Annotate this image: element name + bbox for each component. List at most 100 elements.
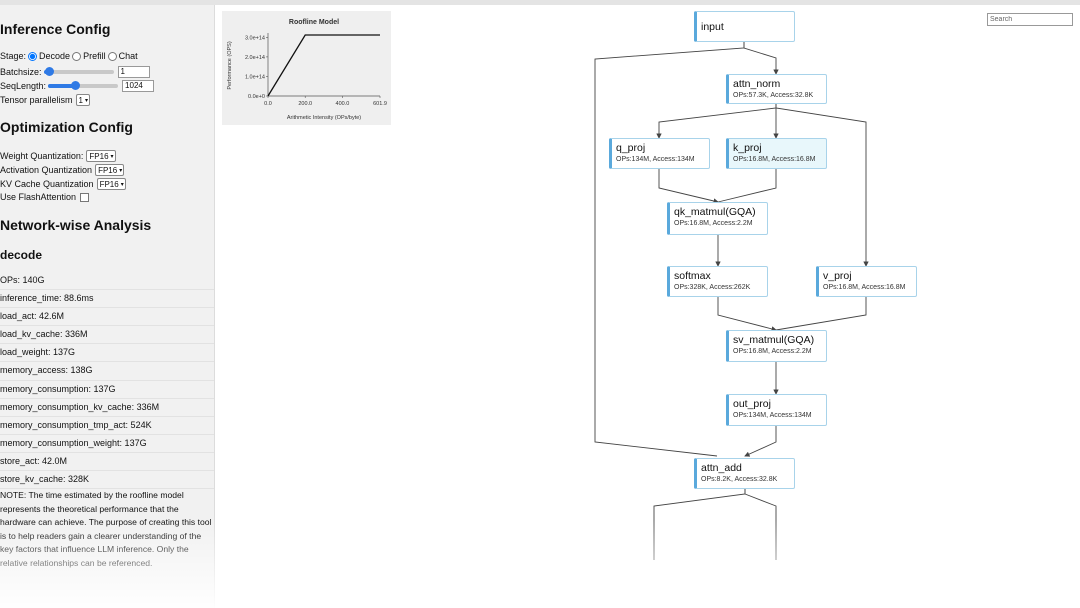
- sidebar: Inference Config Stage: Decode Prefill C…: [0, 5, 215, 608]
- kv-cache-quantization-value: FP16: [99, 179, 119, 189]
- weight-quantization-value: FP16: [89, 151, 109, 161]
- chart-x-axis-label: Arithmetic Intensity (OPs/byte): [287, 115, 361, 121]
- chart-y-tick-label: 3.0e+14: [245, 35, 265, 41]
- flash-attention-checkbox[interactable]: [80, 192, 90, 202]
- stage-radio-chat[interactable]: [107, 51, 117, 61]
- stat-item: store_kv_cache: 328K: [0, 471, 214, 490]
- stat-item: memory_consumption_tmp_act: 524K: [0, 417, 214, 435]
- network-analysis-title: Network-wise Analysis: [0, 217, 152, 233]
- node-sv-matmul[interactable]: sv_matmul(GQA) OPs:16.8M, Access:2.2M: [726, 330, 827, 362]
- node-q-proj[interactable]: q_proj OPs:134M, Access:134M: [609, 138, 710, 169]
- seqlength-slider-thumb[interactable]: [71, 81, 81, 90]
- chevron-down-icon: ▾: [84, 97, 88, 104]
- node-stats: OPs:16.8M, Access:2.2M: [733, 348, 812, 355]
- bottom-fade-overlay: [0, 520, 1080, 608]
- node-input[interactable]: input: [694, 11, 795, 42]
- tensor-parallelism-select[interactable]: 1 ▾: [75, 94, 90, 106]
- stage-radio-decode[interactable]: [28, 51, 38, 61]
- node-stats: OPs:328K, Access:262K: [674, 284, 751, 291]
- stat-item: memory_access: 138G: [0, 362, 214, 381]
- kv-cache-quantization-label: KV Cache Quantization: [0, 179, 94, 189]
- activation-quantization-label: Activation Quantization: [0, 165, 93, 175]
- search-input[interactable]: [987, 13, 1073, 26]
- chart-y-tick-label: 2.0e+14: [245, 55, 265, 61]
- stat-item: store_act: 42.0M: [0, 453, 214, 472]
- chart-x-tick-label: 200.0: [298, 101, 312, 107]
- node-k-proj[interactable]: k_proj OPs:16.8M, Access:16.8M: [726, 138, 827, 169]
- stage-row: Stage: Decode Prefill Chat: [0, 51, 138, 61]
- node-stats: OPs:57.3K, Access:32.8K: [733, 92, 814, 99]
- node-title: attn_add: [701, 462, 742, 474]
- edge-attn-norm-v-proj: [775, 104, 869, 267]
- node-title: qk_matmul(GQA): [674, 206, 756, 218]
- batchsize-label: Batchsize:: [0, 67, 42, 77]
- node-title: q_proj: [616, 142, 646, 154]
- kv-cache-quantization-row: KV Cache Quantization FP16 ▾: [0, 178, 126, 190]
- stat-item: load_weight: 137G: [0, 344, 214, 363]
- chart-x-tick-label: 0.0: [264, 101, 272, 107]
- batchsize-input[interactable]: 1: [117, 66, 150, 78]
- edge-input-attn-norm: [743, 42, 779, 75]
- node-out-proj[interactable]: out_proj OPs:134M, Access:134M: [726, 394, 827, 426]
- chart-x-tick-label: 601.9: [373, 101, 387, 107]
- node-stats: OPs:16.8M, Access:16.8M: [823, 284, 906, 291]
- node-title: out_proj: [733, 398, 771, 410]
- chart-x-tick-label: 400.0: [336, 101, 350, 107]
- activation-quantization-row: Activation Quantization FP16 ▾: [0, 164, 125, 176]
- chevron-down-icon: ▾: [110, 153, 114, 160]
- activation-quantization-value: FP16: [98, 165, 118, 175]
- node-stats: OPs:16.8M, Access:2.2M: [674, 220, 753, 227]
- node-title: v_proj: [823, 270, 852, 282]
- stat-item: inference_time: 88.6ms: [0, 290, 214, 309]
- seqlength-slider[interactable]: [48, 81, 119, 90]
- node-v-proj[interactable]: v_proj OPs:16.8M, Access:16.8M: [816, 266, 917, 297]
- stage-label: Stage:: [0, 51, 27, 61]
- node-stats: OPs:134M, Access:134M: [616, 156, 695, 163]
- node-attn-add[interactable]: attn_add OPs:8.2K, Access:32.8K: [694, 458, 795, 489]
- seqlength-label: SeqLength:: [0, 81, 47, 91]
- node-stats: OPs:8.2K, Access:32.8K: [701, 476, 778, 483]
- seqlength-slider-fill: [48, 84, 76, 88]
- roofline-chart: Roofline Model 0.0 200.0 400.0 601.9 0.0e+0 1.…: [227, 19, 387, 121]
- node-title: input: [701, 21, 724, 33]
- stat-item: OPs: 140G: [0, 272, 214, 291]
- stat-item: memory_consumption_weight: 137G: [0, 435, 214, 453]
- weight-quantization-select[interactable]: FP16 ▾: [86, 150, 116, 162]
- chevron-down-icon: ▾: [119, 167, 123, 174]
- kv-cache-quantization-select[interactable]: FP16 ▾: [96, 178, 126, 190]
- chart-title: Roofline Model: [289, 19, 339, 26]
- node-stats: OPs:16.8M, Access:16.8M: [733, 156, 816, 163]
- roofline-series-line: [267, 34, 380, 97]
- activation-quantization-select[interactable]: FP16 ▾: [95, 164, 125, 176]
- weight-quantization-label: Weight Quantization:: [0, 151, 84, 161]
- stat-item: load_act: 42.6M: [0, 308, 214, 327]
- node-stats: OPs:134M, Access:134M: [733, 412, 812, 419]
- edge-v-proj-sv-matmul: [775, 297, 867, 331]
- seqlength-input[interactable]: 1024: [122, 80, 155, 92]
- weight-quantization-row: Weight Quantization: FP16 ▾: [0, 150, 116, 162]
- node-qk-matmul[interactable]: qk_matmul(GQA) OPs:16.8M, Access:2.2M: [667, 202, 768, 235]
- edge-q-proj-qk-matmul: [658, 169, 719, 204]
- chart-y-axis-label: Performance (OPS): [227, 41, 233, 89]
- tensor-parallelism-label: Tensor parallelism: [0, 95, 73, 105]
- tensor-parallelism-row: Tensor parallelism 1 ▾: [0, 94, 90, 106]
- edge-out-proj-attn-add: [744, 426, 777, 457]
- batchsize-slider[interactable]: [43, 67, 114, 76]
- edge-attn-norm-q-proj: [656, 104, 777, 139]
- stage-option-decode: Decode: [39, 51, 71, 61]
- batchsize-row: Batchsize: 1: [0, 66, 150, 78]
- batchsize-slider-thumb[interactable]: [44, 67, 54, 76]
- edge-softmax-sv-matmul: [717, 297, 777, 332]
- node-attn-norm[interactable]: attn_norm OPs:57.3K, Access:32.8K: [726, 74, 827, 104]
- roofline-chart-card: Roofline Model 0.0 200.0 400.0 601.9 0.0e+0 1.…: [222, 11, 391, 125]
- node-title: attn_norm: [733, 78, 781, 90]
- chart-y-tick-label: 1.0e+14: [245, 74, 265, 80]
- node-title: softmax: [674, 270, 711, 282]
- node-softmax[interactable]: softmax OPs:328K, Access:262K: [667, 266, 768, 297]
- inference-config-title: Inference Config: [0, 21, 111, 37]
- chart-y-tick-label: 0.0e+0: [248, 94, 265, 100]
- tensor-parallelism-value: 1: [78, 95, 83, 105]
- stage-radio-prefill[interactable]: [72, 51, 82, 61]
- stage-option-prefill: Prefill: [83, 51, 106, 61]
